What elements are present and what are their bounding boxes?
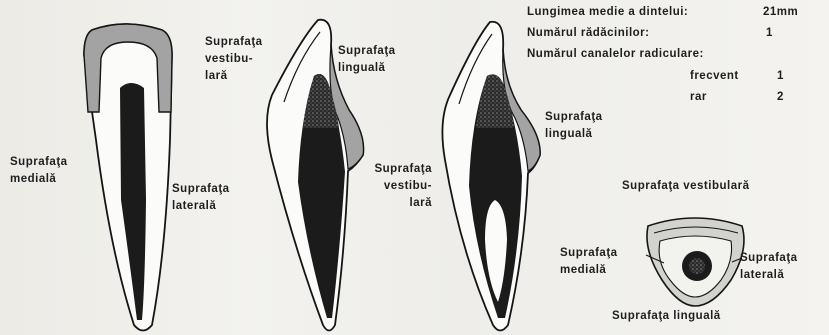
- label-line: Suprafaţa: [172, 181, 230, 198]
- info-frequent-label: frecvent: [690, 70, 739, 82]
- info-roots-value: 1: [766, 27, 773, 39]
- label-medial-front: Suprafaţa medială: [10, 154, 68, 188]
- label-line: Suprafaţa: [338, 43, 396, 60]
- label-line: Suprafaţa: [560, 245, 618, 262]
- tooth-cross-section: [646, 218, 744, 306]
- label-line: vestibu-: [205, 51, 263, 68]
- label-line: laterală: [172, 198, 230, 215]
- label-line: medială: [10, 171, 68, 188]
- label-line: linguală: [338, 60, 396, 77]
- label-line: Suprafaţa: [10, 154, 68, 171]
- label-lateral-front: Suprafaţa laterală: [172, 181, 230, 215]
- label-line: Suprafaţa: [545, 109, 603, 126]
- label-line: Suprafaţa: [205, 34, 263, 51]
- label-cross-lateral: Suprafaţa laterală: [740, 250, 798, 284]
- label-vestibular-mid: Suprafaţa vestibu- lară: [205, 34, 263, 85]
- label-line: linguală: [545, 126, 603, 143]
- label-lingual-mid: Suprafaţa linguală: [338, 43, 396, 77]
- label-cross-medial: Suprafaţa medială: [560, 245, 618, 279]
- tooth-side-view-two-canals: [442, 22, 540, 331]
- info-rare-value: 2: [777, 91, 784, 103]
- label-line: lară: [362, 195, 432, 212]
- info-length-label: Lungimea medie a dintelui:: [527, 6, 688, 18]
- label-lingual-right: Suprafaţa linguală: [545, 109, 603, 143]
- label-line: Suprafaţa: [362, 161, 432, 178]
- label-cross-vestibular: Suprafaţa vestibulară: [622, 178, 749, 195]
- info-length-value: 21mm: [763, 6, 798, 18]
- info-canals-label: Numărul canalelor radiculare:: [527, 48, 704, 60]
- label-cross-lingual: Suprafaţa linguală: [612, 308, 721, 325]
- label-line: lară: [205, 68, 263, 85]
- info-roots-label: Numărul rădăcinilor:: [527, 27, 649, 39]
- label-vestibular-right: Suprafaţa vestibu- lară: [362, 161, 432, 212]
- tooth-front-view: [84, 24, 172, 331]
- info-rare-label: rar: [690, 91, 707, 103]
- label-line: vestibu-: [362, 178, 432, 195]
- cross-section-pulp-core: [689, 258, 705, 274]
- label-line: medială: [560, 262, 618, 279]
- label-line: Suprafaţa: [740, 250, 798, 267]
- label-line: laterală: [740, 267, 798, 284]
- info-frequent-value: 1: [777, 70, 784, 82]
